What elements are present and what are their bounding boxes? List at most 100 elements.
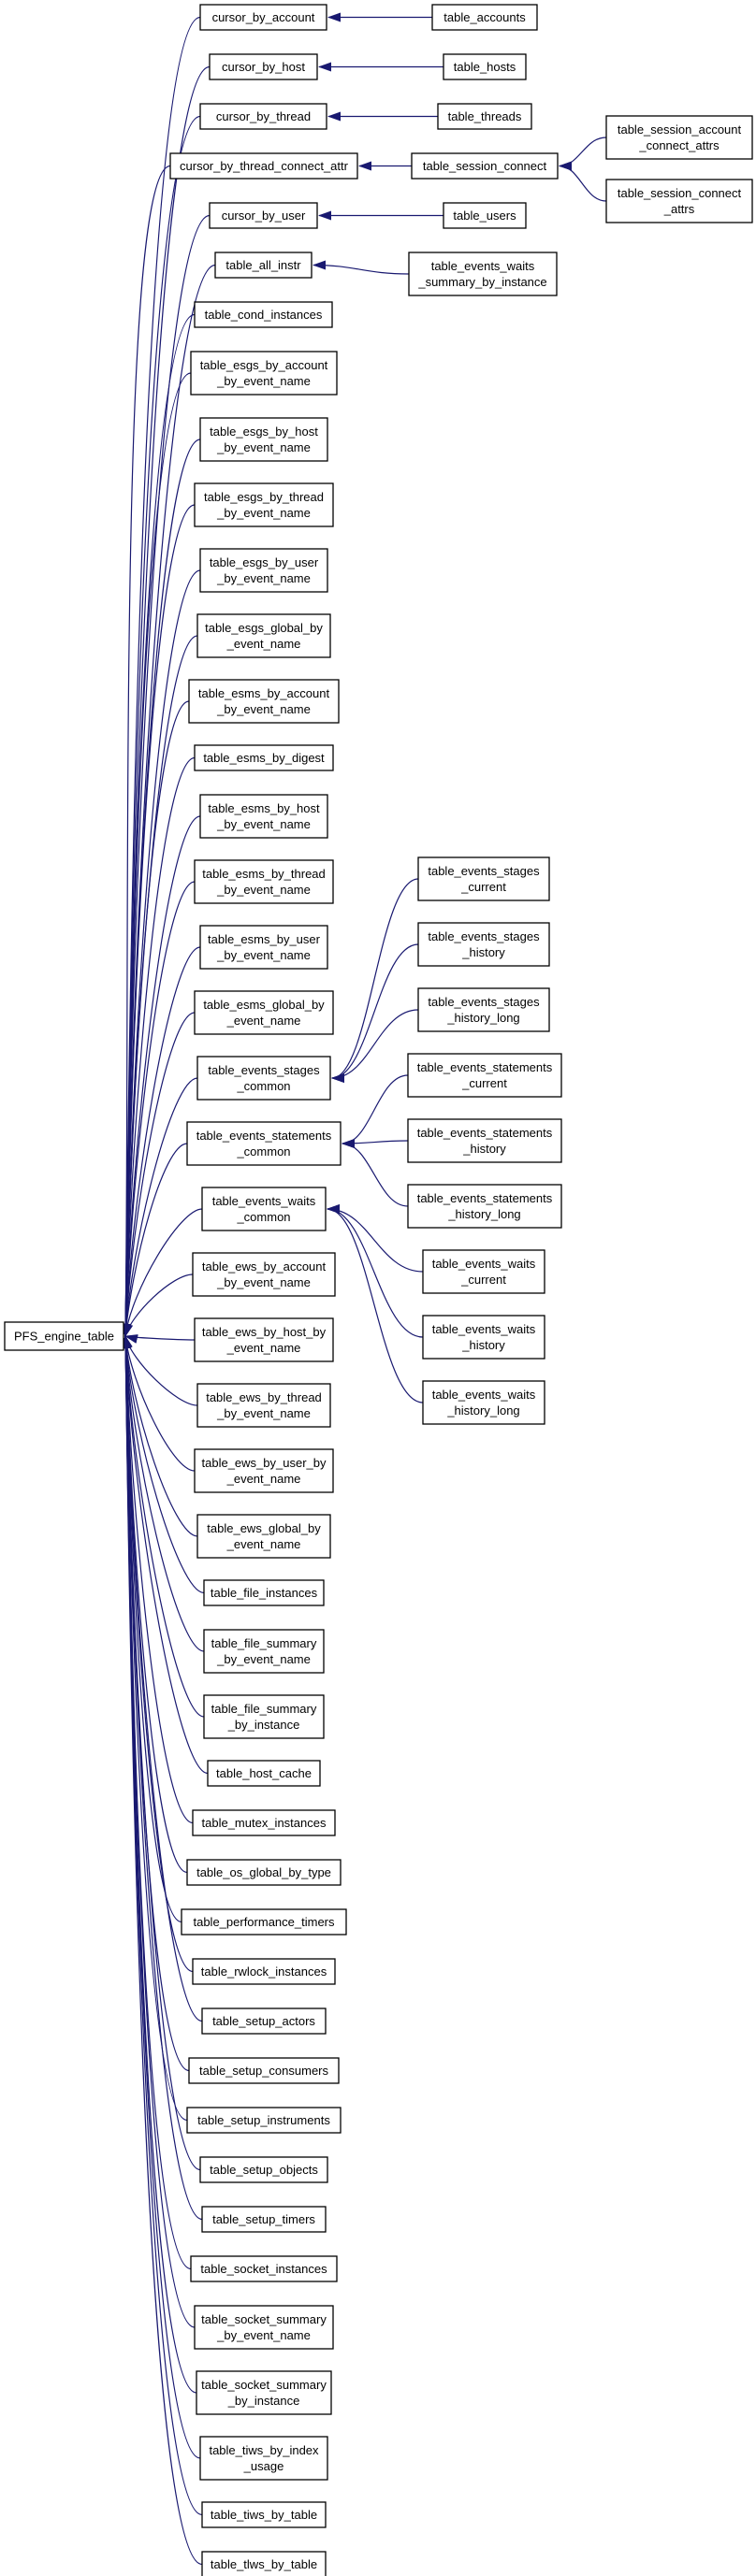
node-table-esms-by-host-by-event-name[interactable]: table_esms_by_host_by_event_name bbox=[199, 794, 328, 839]
node-table-accounts[interactable]: table_accounts bbox=[431, 4, 538, 31]
node-box bbox=[169, 152, 358, 180]
node-box bbox=[196, 1383, 331, 1428]
node-box bbox=[196, 2370, 332, 2415]
node-table-session-connect-attrs[interactable]: table_session_connect_attrs bbox=[605, 179, 753, 223]
node-label: _by_event_name bbox=[216, 702, 311, 716]
node-PFS-engine-table[interactable]: PFS_engine_table bbox=[4, 1321, 124, 1351]
node-table-setup-objects[interactable]: table_setup_objects bbox=[199, 2156, 328, 2183]
node-table-file-summary-by-instance[interactable]: table_file_summary_by_instance bbox=[203, 1694, 325, 1739]
node-table-threads[interactable]: table_threads bbox=[437, 103, 532, 130]
node-table-setup-consumers[interactable]: table_setup_consumers bbox=[188, 2057, 340, 2084]
node-table-setup-instruments[interactable]: table_setup_instruments bbox=[186, 2107, 342, 2134]
node-label: _by_event_name bbox=[216, 948, 311, 962]
node-label: table_socket_summary bbox=[201, 2378, 327, 2392]
node-table-esgs-by-host-by-event-name[interactable]: table_esgs_by_host_by_event_name bbox=[199, 417, 328, 462]
node-table-all-instr[interactable]: table_all_instr bbox=[214, 252, 313, 279]
node-label: _by_event_name bbox=[216, 1406, 311, 1420]
node-table-rwlock-instances[interactable]: table_rwlock_instances bbox=[192, 1958, 336, 1985]
node-box bbox=[203, 1694, 325, 1739]
node-table-socket-summary-by-instance[interactable]: table_socket_summary_by_instance bbox=[196, 2370, 332, 2415]
node-box bbox=[411, 152, 559, 180]
node-table-socket-instances[interactable]: table_socket_instances bbox=[190, 2255, 338, 2282]
node-table-ews-global-by-event-name[interactable]: table_ews_global_by_event_name bbox=[196, 1514, 331, 1559]
node-table-file-instances[interactable]: table_file_instances bbox=[203, 1579, 325, 1606]
node-table-events-statements-history[interactable]: table_events_statements_history bbox=[407, 1118, 562, 1163]
node-table-esms-by-digest[interactable]: table_esms_by_digest bbox=[194, 744, 334, 771]
node-table-setup-timers[interactable]: table_setup_timers bbox=[201, 2206, 327, 2233]
node-box bbox=[605, 179, 753, 223]
node-cursor-by-account[interactable]: cursor_by_account bbox=[199, 4, 327, 31]
node-table-ews-by-thread-by-event-name[interactable]: table_ews_by_thread_by_event_name bbox=[196, 1383, 331, 1428]
node-table-esms-by-account-by-event-name[interactable]: table_esms_by_account_by_event_name bbox=[188, 679, 340, 724]
node-box bbox=[209, 202, 318, 229]
node-table-esms-by-thread-by-event-name[interactable]: table_esms_by_thread_by_event_name bbox=[194, 859, 334, 904]
node-box bbox=[431, 4, 538, 31]
node-table-esgs-by-account-by-event-name[interactable]: table_esgs_by_account_by_event_name bbox=[190, 351, 338, 396]
node-table-hosts[interactable]: table_hosts bbox=[443, 53, 527, 80]
node-table-mutex-instances[interactable]: table_mutex_instances bbox=[192, 1809, 336, 1836]
node-table-performance-timers[interactable]: table_performance_timers bbox=[181, 1908, 347, 1936]
node-label: table_esgs_global_by bbox=[205, 621, 323, 635]
node-table-setup-actors[interactable]: table_setup_actors bbox=[201, 2008, 327, 2035]
node-table-esms-global-by-event-name[interactable]: table_esms_global_by_event_name bbox=[194, 990, 334, 1035]
node-box bbox=[214, 252, 313, 279]
node-label: _common bbox=[236, 1210, 290, 1224]
node-table-session-account-connect-attrs[interactable]: table_session_account_connect_attrs bbox=[605, 115, 753, 160]
node-label: table_esms_global_by bbox=[203, 998, 325, 1012]
node-label: table_setup_actors bbox=[212, 2014, 315, 2028]
node-table-users[interactable]: table_users bbox=[443, 202, 527, 229]
node-table-esgs-global-by-event-name[interactable]: table_esgs_global_by_event_name bbox=[196, 613, 331, 658]
node-table-ews-by-account-by-event-name[interactable]: table_ews_by_account_by_event_name bbox=[192, 1252, 336, 1297]
edge-table-esms-by-user-by-event-name-to-PFS-engine-table bbox=[121, 946, 201, 1337]
edge-table-events-statements-common-to-PFS-engine-table bbox=[122, 1143, 188, 1337]
node-table-esgs-by-user-by-event-name[interactable]: table_esgs_by_user_by_event_name bbox=[199, 548, 328, 593]
edge-table-ews-by-host-by-event-name-to-PFS-engine-table bbox=[124, 1334, 196, 1344]
node-table-events-waits-common[interactable]: table_events_waits_common bbox=[201, 1187, 327, 1231]
edge-table-file-summary-by-event-name-to-PFS-engine-table bbox=[121, 1335, 205, 1652]
node-table-events-waits-history-long[interactable]: table_events_waits_history_long bbox=[422, 1380, 545, 1425]
node-table-tiws-by-table[interactable]: table_tiws_by_table bbox=[201, 2501, 327, 2528]
node-table-tiws-by-index-usage[interactable]: table_tiws_by_index_usage bbox=[199, 2436, 328, 2481]
node-box bbox=[190, 2255, 338, 2282]
node-cursor-by-thread-connect-attr[interactable]: cursor_by_thread_connect_attr bbox=[169, 152, 358, 180]
node-table-host-cache[interactable]: table_host_cache bbox=[207, 1760, 321, 1787]
node-table-esgs-by-thread-by-event-name[interactable]: table_esgs_by_thread_by_event_name bbox=[194, 482, 334, 527]
node-box bbox=[422, 1249, 545, 1294]
node-label: table_esms_by_host bbox=[208, 801, 320, 815]
node-table-ews-by-host-by-event-name[interactable]: table_ews_by_host_by_event_name bbox=[194, 1317, 334, 1362]
node-table-events-waits-current[interactable]: table_events_waits_current bbox=[422, 1249, 545, 1294]
node-table-socket-summary-by-event-name[interactable]: table_socket_summary_by_event_name bbox=[194, 2305, 334, 2350]
node-table-tlws-by-table[interactable]: table_tlws_by_table bbox=[201, 2551, 327, 2576]
node-table-events-waits-history[interactable]: table_events_waits_history bbox=[422, 1315, 545, 1360]
node-table-events-stages-history-long[interactable]: table_events_stages_history_long bbox=[417, 987, 550, 1032]
node-table-events-waits-summary-by-instance[interactable]: table_events_waits_summary_by_instance bbox=[408, 252, 558, 296]
node-box bbox=[186, 2107, 342, 2134]
node-box bbox=[186, 1121, 342, 1166]
node-table-events-statements-common[interactable]: table_events_statements_common bbox=[186, 1121, 342, 1166]
node-label: _history_long bbox=[446, 1011, 519, 1025]
node-table-cond-instances[interactable]: table_cond_instances bbox=[194, 301, 333, 328]
node-cursor-by-thread[interactable]: cursor_by_thread bbox=[199, 103, 327, 130]
node-table-file-summary-by-event-name[interactable]: table_file_summary_by_event_name bbox=[203, 1629, 325, 1674]
node-table-events-stages-common[interactable]: table_events_stages_common bbox=[196, 1056, 331, 1101]
node-label: table_threads bbox=[448, 109, 522, 123]
node-label: table_ews_global_by bbox=[207, 1521, 321, 1535]
node-label: table_hosts bbox=[454, 60, 516, 74]
node-box bbox=[190, 351, 338, 396]
node-table-events-stages-history[interactable]: table_events_stages_history bbox=[417, 922, 550, 967]
node-box bbox=[199, 2156, 328, 2183]
node-table-ews-by-user-by-event-name[interactable]: table_ews_by_user_by_event_name bbox=[194, 1448, 334, 1493]
node-table-os-global-by-type[interactable]: table_os_global_by_type bbox=[186, 1859, 342, 1886]
node-box bbox=[443, 202, 527, 229]
node-table-events-stages-current[interactable]: table_events_stages_current bbox=[417, 856, 550, 901]
node-cursor-by-user[interactable]: cursor_by_user bbox=[209, 202, 318, 229]
node-label: _usage bbox=[243, 2459, 284, 2473]
node-table-events-statements-history-long[interactable]: table_events_statements_history_long bbox=[407, 1184, 562, 1229]
node-cursor-by-host[interactable]: cursor_by_host bbox=[209, 53, 318, 80]
node-table-events-statements-current[interactable]: table_events_statements_current bbox=[407, 1053, 562, 1098]
edge-table-file-summary-by-instance-to-PFS-engine-table bbox=[121, 1335, 205, 1718]
edge-table-ews-by-account-by-event-name-to-PFS-engine-table bbox=[124, 1274, 194, 1337]
node-table-session-connect[interactable]: table_session_connect bbox=[411, 152, 559, 180]
node-table-esms-by-user-by-event-name[interactable]: table_esms_by_user_by_event_name bbox=[199, 925, 328, 970]
node-label: table_events_statements bbox=[417, 1060, 553, 1074]
